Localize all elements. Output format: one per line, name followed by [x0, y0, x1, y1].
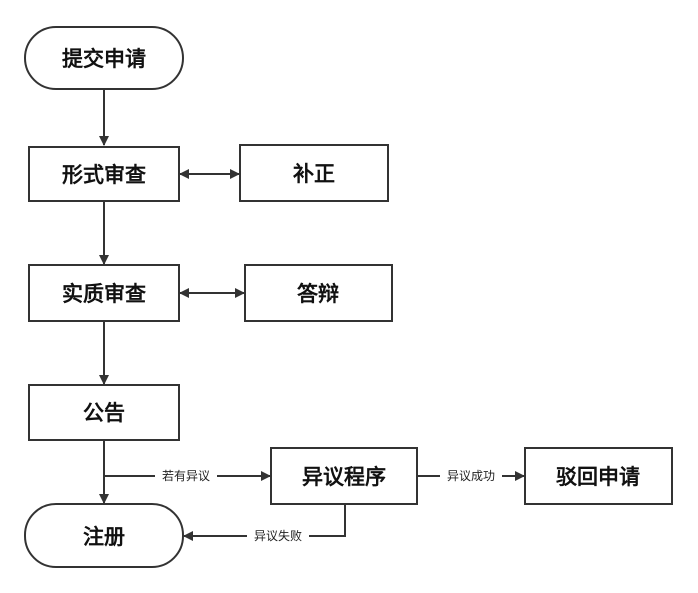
node-correction-label: 补正: [292, 162, 335, 186]
edge-labels: 若有异议 异议成功 异议失败: [155, 467, 502, 545]
node-correction: 补正: [239, 144, 389, 202]
node-rejected-label: 驳回申请: [556, 465, 640, 489]
node-opposition-label: 异议程序: [302, 465, 386, 489]
node-reply: 答辩: [244, 264, 393, 322]
edge-opposition-fail: [183, 504, 346, 541]
node-publication: 公告: [28, 384, 180, 441]
node-submit: 提交申请: [24, 26, 184, 90]
node-registration-label: 注册: [83, 525, 125, 549]
node-substantive-review-label: 实质审查: [62, 282, 146, 306]
edge-label-opposition-fail: 异议失败: [254, 528, 302, 543]
node-registration: 注册: [24, 503, 184, 568]
edge-label-opposition-success: 异议成功: [447, 469, 495, 483]
node-formal-review: 形式审查: [28, 146, 180, 202]
node-substantive-review: 实质审查: [28, 264, 180, 322]
node-submit-label: 提交申请: [62, 47, 146, 71]
node-reply-label: 答辩: [297, 282, 339, 306]
node-rejected: 驳回申请: [524, 447, 673, 505]
node-opposition: 异议程序: [270, 447, 418, 505]
node-publication-label: 公告: [83, 401, 125, 425]
edge-label-if-opposed: 若有异议: [162, 469, 210, 483]
node-formal-review-label: 形式审查: [62, 163, 146, 187]
